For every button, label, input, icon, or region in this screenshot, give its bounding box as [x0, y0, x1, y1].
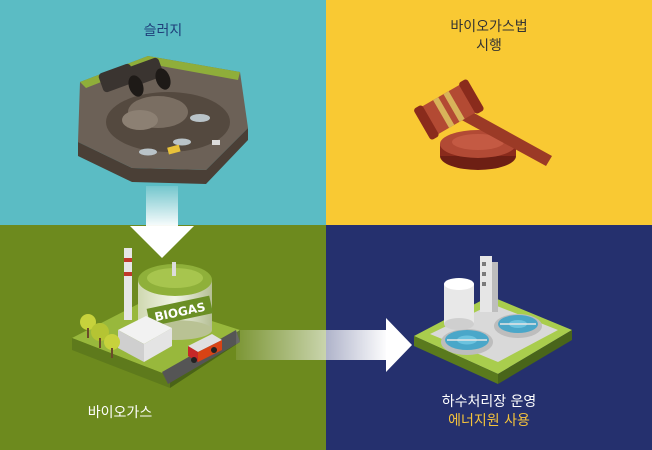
biogas-label: 바이오가스 [87, 405, 153, 421]
truck-icon [188, 334, 222, 363]
biogas-act-label-line2: 시행 [476, 38, 502, 54]
treatment-plant-label-line2: 에너지원 사용 [448, 413, 530, 429]
biogas-act-panel [326, 0, 652, 225]
biogas-act-label-line1: 바이오가스법 [450, 19, 528, 35]
arrow-right-icon [236, 318, 412, 372]
treatment-plant-label-line1: 하수처리장 운영 [441, 394, 537, 410]
biogas-plant-illustration: BIOGAS [72, 248, 240, 388]
treatment-plant-illustration [414, 256, 572, 384]
biogas-act-label: 바이오가스법 시행 [326, 18, 652, 56]
treatment-plant-label: 하수처리장 운영 에너지원 사용 [326, 393, 652, 431]
sludge-label: 슬러지 [143, 23, 183, 39]
discharge-pipes-icon [98, 57, 171, 97]
sludge-illustration [78, 56, 248, 184]
arrow-down-icon [130, 186, 194, 258]
gavel-icon [414, 79, 552, 170]
